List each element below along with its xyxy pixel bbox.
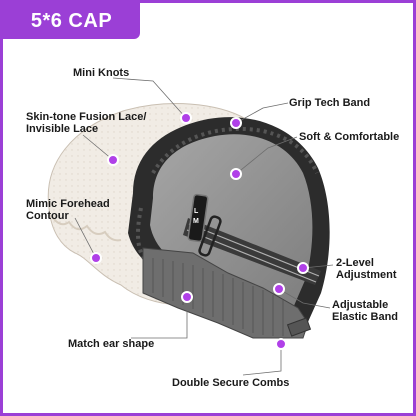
callout-dot [107, 154, 119, 166]
leader-ear-shape [131, 297, 188, 339]
callout-dot [181, 291, 193, 303]
callout-dot [275, 338, 287, 350]
size-l-marker: L [194, 208, 199, 215]
leader-fusion-lace [82, 134, 114, 161]
callout-dot [273, 283, 285, 295]
wig-cap-diagram: L M [47, 77, 334, 376]
label-forehead-line2: Contour [26, 210, 69, 222]
label-2-level-line2: Adjustment [336, 269, 397, 281]
label-fusion-lace-line2: Invisible Lace [26, 123, 99, 135]
callout-dot [180, 112, 192, 124]
comb [286, 317, 312, 337]
label-2-level-line1: 2-Level [336, 257, 374, 269]
elastic-strap [183, 218, 321, 285]
label-soft: Soft & Comfortable [299, 131, 400, 143]
leader-elastic [278, 288, 331, 309]
callout-dot [230, 168, 242, 180]
callout-dot [230, 117, 242, 129]
label-mini-knots: Mini Knots [73, 67, 130, 79]
leader-mini-knots [112, 77, 187, 119]
size-m-marker: M [193, 218, 199, 225]
leader-soft [235, 136, 298, 175]
label-elastic-line2: Elastic Band [332, 311, 399, 323]
title-banner: 5*6 CAP [3, 3, 140, 39]
label-ear-shape: Match ear shape [68, 338, 155, 350]
leader-grip-tech [235, 102, 289, 124]
leader-combs [242, 344, 282, 376]
leader-forehead [74, 217, 97, 259]
callout-dot [297, 262, 309, 274]
page-title: 5*6 CAP [30, 9, 113, 32]
label-elastic-line1: Adjustable [332, 299, 389, 311]
strap-buckle [187, 193, 209, 243]
strap-slider [198, 215, 222, 257]
label-fusion-lace-line1: Skin-tone Fusion Lace/ [26, 111, 147, 123]
forehead-scallop [52, 217, 122, 242]
label-combs: Double Secure Combs [172, 377, 290, 389]
label-grip-tech: Grip Tech Band [289, 97, 371, 109]
grip-band-dots [136, 207, 164, 275]
callout-dot [90, 252, 102, 264]
grip-band-dots [151, 126, 319, 174]
label-forehead-line1: Mimic Forehead [26, 198, 110, 210]
